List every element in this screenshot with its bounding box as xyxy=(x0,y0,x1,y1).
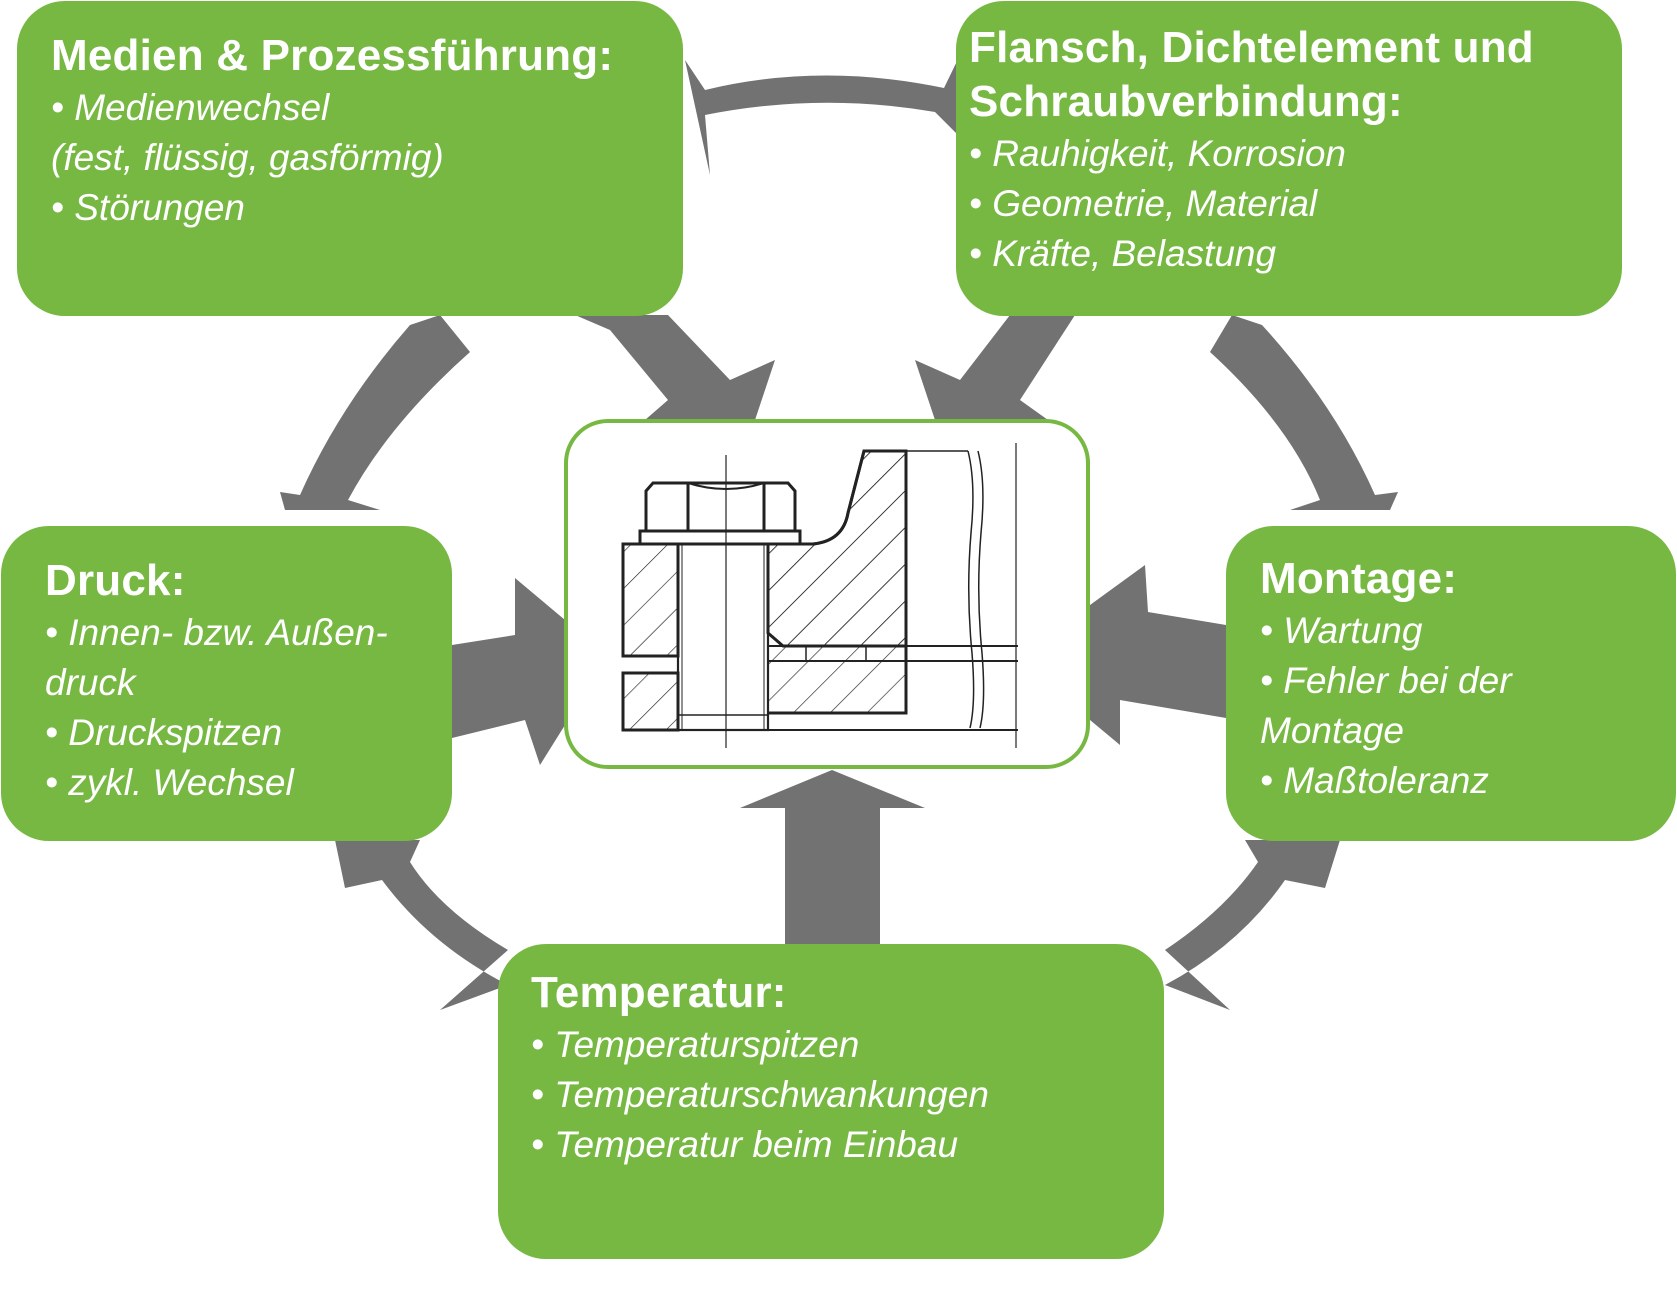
node-item: (fest, flüssig, gasförmig) xyxy=(51,137,444,178)
node-item: • Kräfte, Belastung xyxy=(969,233,1277,274)
node-title: Montage: xyxy=(1260,554,1458,603)
node-item: • zykl. Wechsel xyxy=(45,762,294,803)
node-item: • Wartung xyxy=(1260,610,1423,651)
spoke-arrow-temperatur xyxy=(740,770,925,944)
ring-arrow-bottom-right xyxy=(1165,840,1340,1010)
node-item: • Innen- bzw. Außen- xyxy=(45,612,388,653)
node-title: Flansch, Dichtelement und Schraubverbind… xyxy=(969,23,1534,126)
ring-arrow-bottom-left xyxy=(335,840,508,1010)
node-item: • Rauhigkeit, Korrosion xyxy=(969,133,1346,174)
spoke-arrow-flansch xyxy=(915,315,1075,420)
node-item: Montage xyxy=(1260,710,1404,751)
node-item: • Geometrie, Material xyxy=(969,183,1318,224)
node-temperatur: Temperatur: • Temperaturspitzen • Temper… xyxy=(498,944,1164,1259)
ring-arrow-top-right xyxy=(1210,315,1398,510)
bolted-flange-cross-section-icon xyxy=(621,443,1018,748)
ring-arrow-top-left xyxy=(280,315,470,510)
spoke-arrow-medien xyxy=(575,315,775,420)
spoke-arrow-druck xyxy=(452,578,565,765)
node-item: • Maßtoleranz xyxy=(1260,760,1489,801)
node-item: • Temperatur beim Einbau xyxy=(531,1124,959,1165)
node-item: • Medienwechsel xyxy=(51,87,330,128)
node-item: druck xyxy=(45,662,136,703)
node-title: Temperatur: xyxy=(531,968,787,1017)
node-druck: Druck: • Innen- bzw. Außen- druck • Druc… xyxy=(1,526,452,841)
node-item: • Temperaturschwankungen xyxy=(531,1074,989,1115)
node-item: • Druckspitzen xyxy=(45,712,283,753)
spoke-arrow-montage xyxy=(1090,565,1226,745)
center-drawing-panel xyxy=(564,419,1090,769)
node-flansch-dichtelement: Flansch, Dichtelement und Schraubverbind… xyxy=(956,1,1622,316)
node-item: • Fehler bei der xyxy=(1260,660,1512,701)
node-montage: Montage: • Wartung • Fehler bei der Mont… xyxy=(1226,526,1676,841)
ring-arrow-top xyxy=(685,55,968,175)
node-medien-prozessfuehrung: Medien & Prozessführung: • Medienwechsel… xyxy=(17,1,683,316)
node-title: Medien & Prozessführung: xyxy=(51,31,614,80)
node-item: • Temperaturspitzen xyxy=(531,1024,860,1065)
node-title: Druck: xyxy=(45,556,186,605)
node-item: • Störungen xyxy=(51,187,245,228)
